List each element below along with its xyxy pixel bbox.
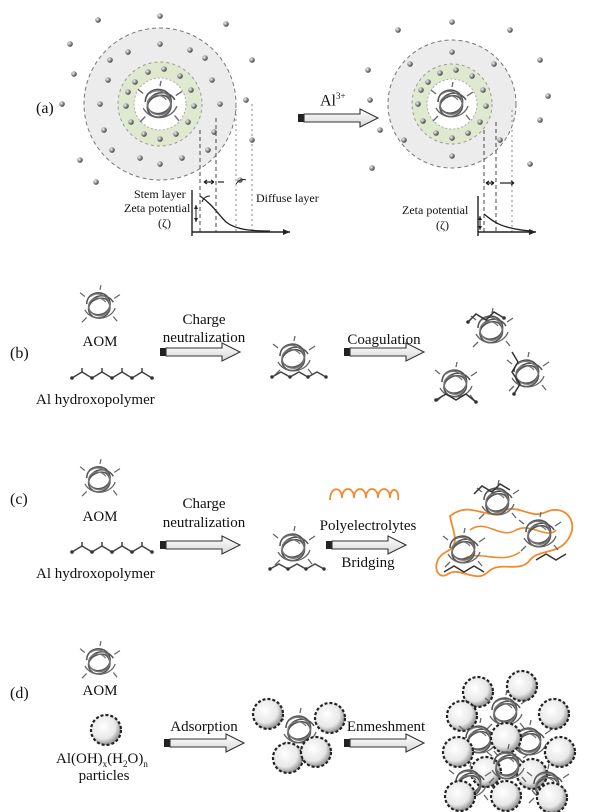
aom-label-b: AOM	[82, 334, 118, 350]
panel-c-graphics	[69, 458, 574, 578]
zeta-symbol-left: (ζ)	[158, 216, 171, 230]
polyelectrolytes-label: Polyelectrolytes	[319, 518, 417, 534]
al3-base: Al	[320, 92, 336, 110]
panel-d-graphics	[79, 640, 577, 812]
aom-label-d: AOM	[82, 683, 118, 699]
stem-layer-label: Stem layer	[134, 187, 186, 201]
formula-sub-x: x	[102, 759, 108, 769]
coagulation-label: Coagulation	[347, 332, 421, 348]
panel-d-letter: (d)	[10, 685, 29, 702]
particle-formula-label: Al(OH)x(H2O)n	[56, 752, 148, 769]
panel-b-letter: (b)	[10, 345, 29, 362]
al3-label: Al3+	[320, 92, 346, 109]
bridging-label: Bridging	[341, 555, 395, 571]
polymer-label-c: Al hydroxopolymer	[36, 566, 155, 582]
formula-part-2: (H	[107, 751, 123, 767]
sweep-floc	[441, 669, 577, 812]
al3-charge: 3+	[336, 91, 346, 101]
formula-sub-2: 2	[122, 759, 128, 769]
particles-label: particles	[78, 768, 130, 784]
formula-sub-n: n	[143, 759, 148, 769]
aom-label-c: AOM	[82, 509, 118, 525]
adsorption-label: Adsorption	[170, 719, 238, 735]
colloid-right	[365, 19, 551, 236]
zeta-symbol-right: (ζ)	[436, 218, 449, 232]
panel-a-graphics	[59, 13, 551, 236]
charge-label-b2: neutralization	[162, 330, 246, 346]
panel-b-graphics	[69, 284, 550, 404]
formula-part-1: Al(OH)	[56, 751, 103, 767]
charge-label-b1: Charge	[182, 312, 226, 328]
charge-label-c2: neutralization	[162, 515, 246, 531]
panel-a-letter: (a)	[36, 100, 54, 117]
charge-label-c1: Charge	[182, 496, 226, 512]
polymer-label-b: Al hydroxopolymer	[36, 392, 155, 408]
zeta-potential-left-label: Zeta potential	[124, 201, 191, 215]
panel-c-letter: (c)	[10, 491, 28, 508]
formula-part-3: O)	[127, 751, 144, 767]
zeta-potential-right-label: Zeta potential	[402, 203, 469, 217]
colloid-left	[59, 13, 290, 236]
diffuse-layer-label: Diffuse layer	[256, 191, 319, 205]
enmeshment-label: Enmeshment	[346, 719, 426, 735]
